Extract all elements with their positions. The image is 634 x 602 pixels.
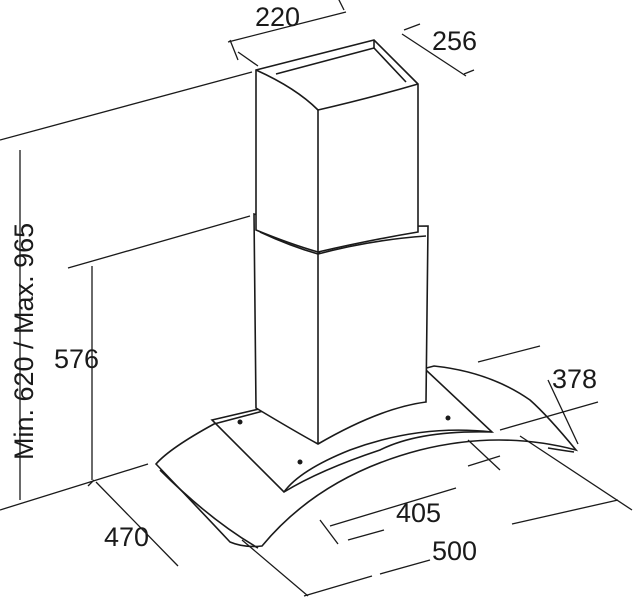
dim-405: 405 [396, 498, 441, 528]
dim-256: 256 [432, 26, 477, 56]
lower-chimney [253, 213, 429, 445]
dim-378: 378 [552, 364, 597, 394]
canopy-glass [154, 365, 579, 549]
screw-icon [445, 415, 451, 421]
upper-chimney [255, 39, 419, 253]
screw-icon [297, 459, 303, 465]
dim-height-range: Min. 620 / Max. 965 [9, 223, 39, 460]
screw-icon [237, 419, 243, 425]
dim-500: 500 [432, 536, 477, 566]
dim-576: 576 [54, 344, 99, 374]
dim-470: 470 [104, 522, 149, 552]
dim-220: 220 [255, 2, 300, 32]
